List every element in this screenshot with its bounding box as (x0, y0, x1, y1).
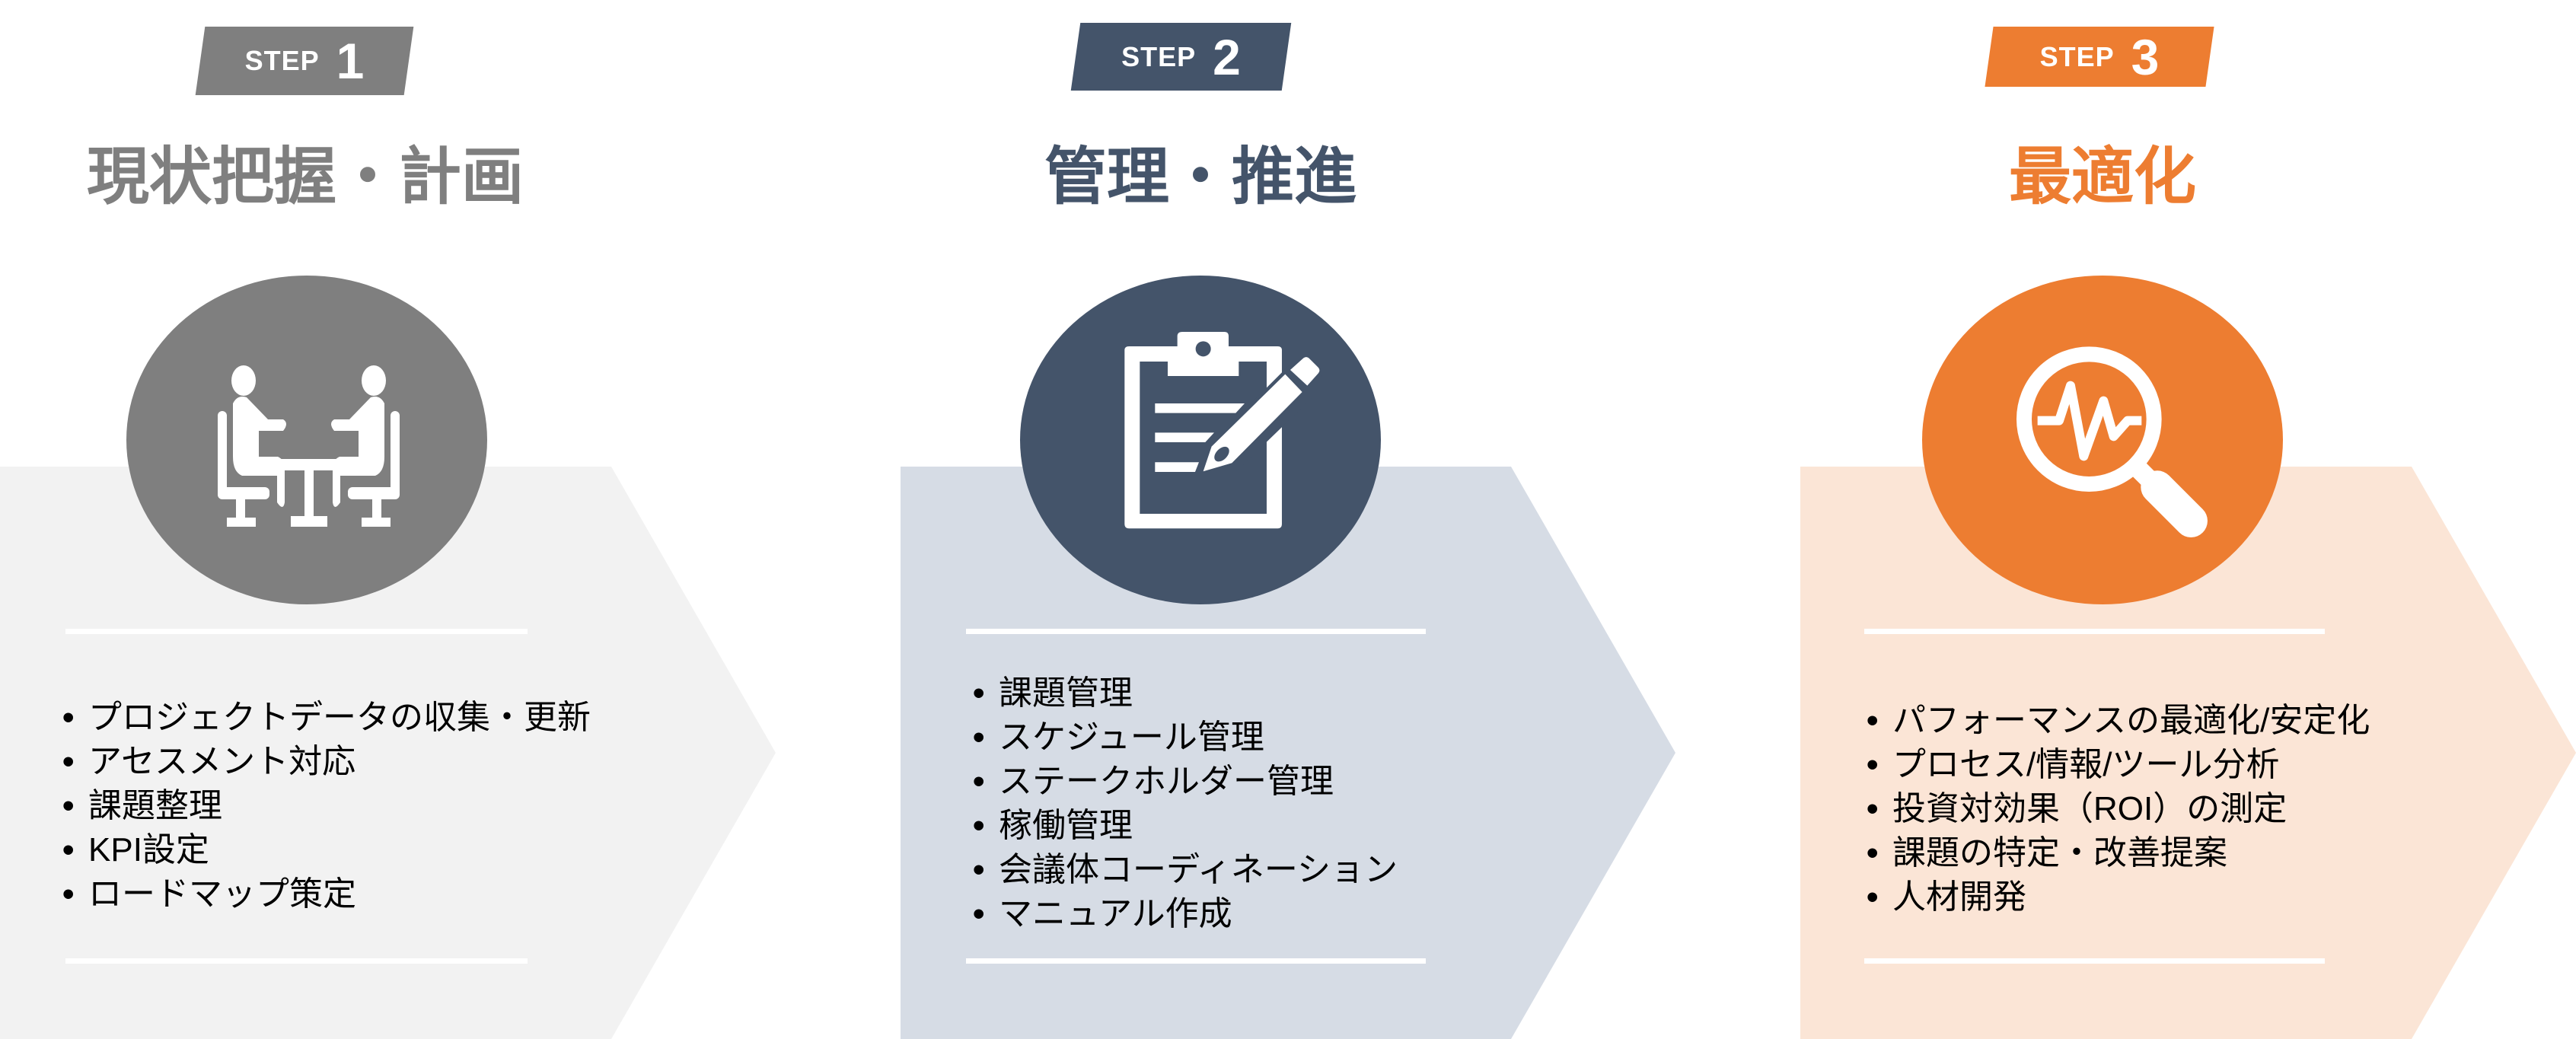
list-item: •投資対効果（ROI）の測定 (1867, 787, 2370, 831)
list-item: •ロードマップ策定 (62, 872, 591, 916)
list-item: •マニュアル作成 (973, 892, 1398, 936)
bullet-icon: • (1867, 746, 1879, 783)
divider (1864, 958, 2325, 964)
bullet-icon: • (973, 763, 985, 800)
list-item: •パフォーマンスの最適化/安定化 (1867, 699, 2370, 743)
bullet-icon: • (1867, 790, 1879, 827)
list-item: •プロジェクトデータの収集・更新 (62, 696, 591, 740)
bullet-icon: • (62, 743, 75, 780)
bullet-icon: • (973, 807, 985, 844)
bullet-icon: • (973, 674, 985, 712)
step2-title: 管理・推進 (1044, 142, 1357, 212)
clipboard-pencil-icon (1124, 331, 1322, 529)
bullet-icon: • (973, 851, 985, 888)
list-item: •稼働管理 (973, 804, 1398, 848)
step-number: 3 (2131, 28, 2160, 85)
step-label: STEP (2039, 40, 2115, 72)
step1-badge: STEP 1 (195, 27, 414, 95)
bullet-icon: • (973, 895, 985, 932)
step3-task-list: •パフォーマンスの最適化/安定化 •プロセス/情報/ツール分析 •投資対効果（R… (1867, 699, 2370, 919)
step-number: 2 (1213, 28, 1241, 85)
list-item: •課題の特定・改善提案 (1867, 831, 2370, 875)
list-item: •KPI設定 (62, 828, 591, 872)
step3-chevron-band (1800, 467, 2576, 1039)
bullet-icon: • (1867, 702, 1879, 739)
bullet-icon: • (62, 831, 75, 868)
bullet-icon: • (973, 719, 985, 756)
divider (966, 629, 1426, 634)
meeting-icon (218, 365, 400, 527)
bullet-icon: • (1867, 878, 1879, 916)
step3-title: 最適化 (2008, 142, 2196, 212)
list-item: •課題管理 (973, 671, 1398, 716)
list-item: •課題整理 (62, 784, 591, 828)
step2-badge: STEP 2 (1070, 23, 1292, 91)
divider (65, 629, 528, 634)
bullet-icon: • (1867, 834, 1879, 872)
divider (966, 958, 1426, 964)
list-item: •ステークホルダー管理 (973, 760, 1398, 804)
step2-chevron-band (901, 467, 1675, 1039)
step-number: 1 (336, 33, 365, 89)
step-label: STEP (244, 45, 320, 76)
step1-chevron-band (0, 467, 776, 1039)
step1-circle (126, 276, 487, 604)
divider (65, 958, 528, 964)
step-label: STEP (1121, 40, 1197, 72)
step3-badge: STEP 3 (1985, 27, 2214, 87)
step1-title: 現状把握・計画 (86, 142, 524, 212)
list-item: •会議体コーディネーション (973, 848, 1398, 892)
magnifier-pulse-icon (2016, 346, 2208, 537)
list-item: •プロセス/情報/ツール分析 (1867, 743, 2370, 787)
step3-circle (1922, 276, 2283, 604)
step1-task-list: •プロジェクトデータの収集・更新 •アセスメント対応 •課題整理 •KPI設定 … (62, 696, 591, 916)
bullet-icon: • (62, 787, 75, 824)
divider (1864, 629, 2325, 634)
bullet-icon: • (62, 699, 75, 736)
list-item: •アセスメント対応 (62, 740, 591, 784)
bullet-icon: • (62, 875, 75, 913)
step2-task-list: •課題管理 •スケジュール管理 •ステークホルダー管理 •稼働管理 •会議体コー… (973, 671, 1398, 936)
list-item: •人材開発 (1867, 875, 2370, 919)
list-item: •スケジュール管理 (973, 716, 1398, 760)
